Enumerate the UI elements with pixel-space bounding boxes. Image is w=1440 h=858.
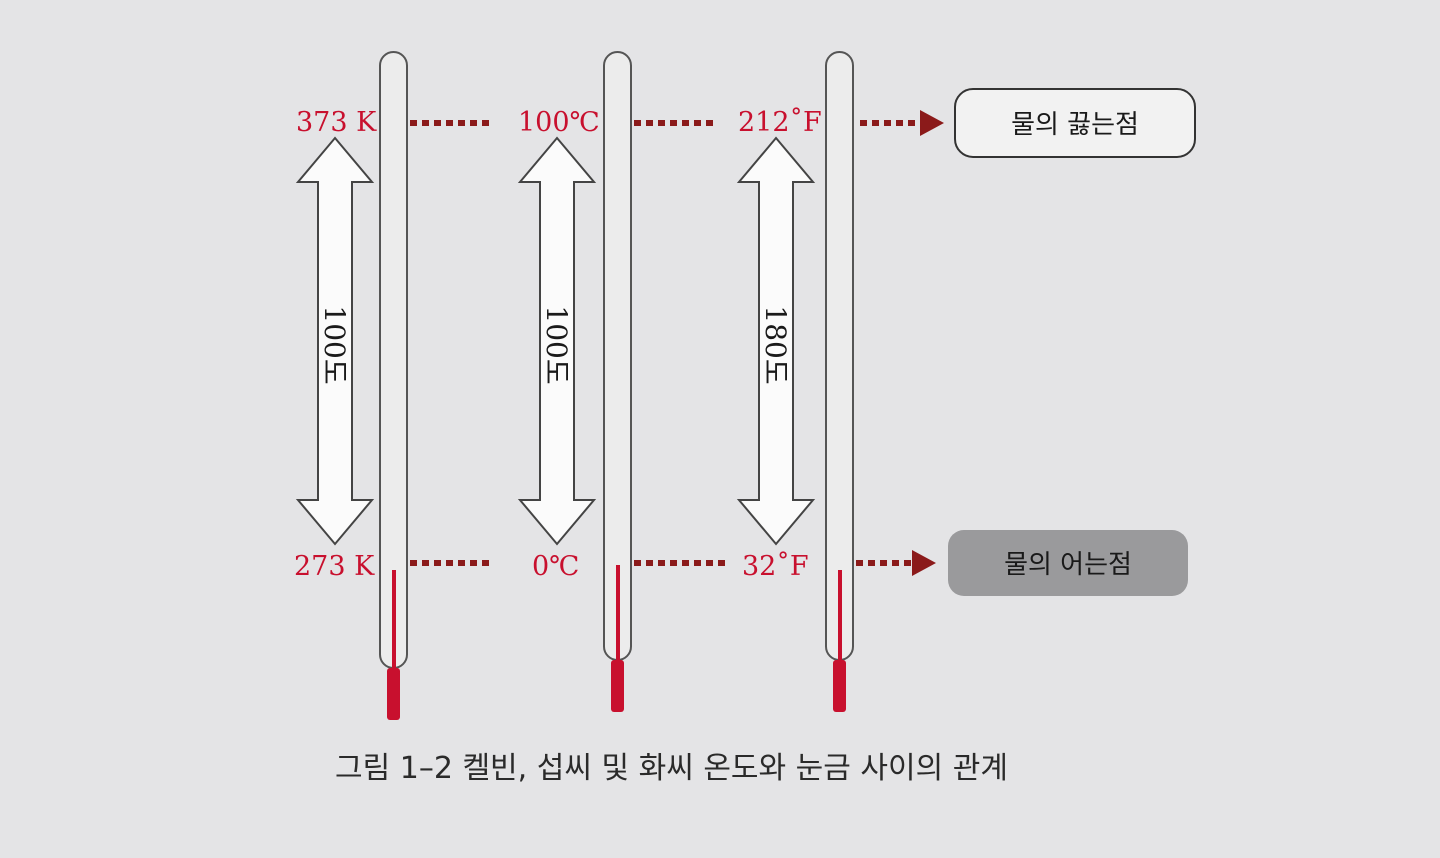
- thermometer-kelvin: [379, 51, 408, 720]
- thermometer-celsius: [603, 51, 632, 712]
- bottom-label-celsius: 0℃: [532, 551, 579, 582]
- freezing-point-box: 물의 어는점: [948, 530, 1188, 596]
- double-arrow-icon: [736, 136, 816, 546]
- bottom-label-kelvin: 273 K: [294, 551, 375, 582]
- boiling-point-label: 물의 끓는점: [1011, 110, 1139, 140]
- top-label-kelvin: 373 K: [296, 107, 377, 138]
- span-label-kelvin: 100도: [318, 305, 351, 384]
- figure-caption: 그림 1–2 켈빈, 섭씨 및 화씨 온도와 눈금 사이의 관계: [335, 751, 1008, 786]
- span-label-celsius: 100도: [540, 305, 573, 384]
- arrow-right-icon: [912, 550, 936, 576]
- span-label-fahrenheit: 180도: [759, 305, 792, 384]
- arrow-right-icon: [920, 110, 944, 136]
- top-label-celsius: 100℃: [518, 107, 600, 138]
- bulb-fahrenheit: [833, 660, 846, 712]
- freezing-point-label: 물의 어는점: [1004, 550, 1132, 580]
- double-arrow-icon: [517, 136, 597, 546]
- top-label-fahrenheit: 212˚F: [738, 106, 822, 138]
- bottom-label-fahrenheit: 32˚F: [742, 550, 809, 582]
- bulb-celsius: [611, 660, 624, 712]
- bulb-kelvin: [387, 668, 400, 720]
- thermometer-fahrenheit: [825, 51, 854, 712]
- boiling-point-box: 물의 끓는점: [954, 88, 1196, 158]
- double-arrow-icon: [295, 136, 375, 546]
